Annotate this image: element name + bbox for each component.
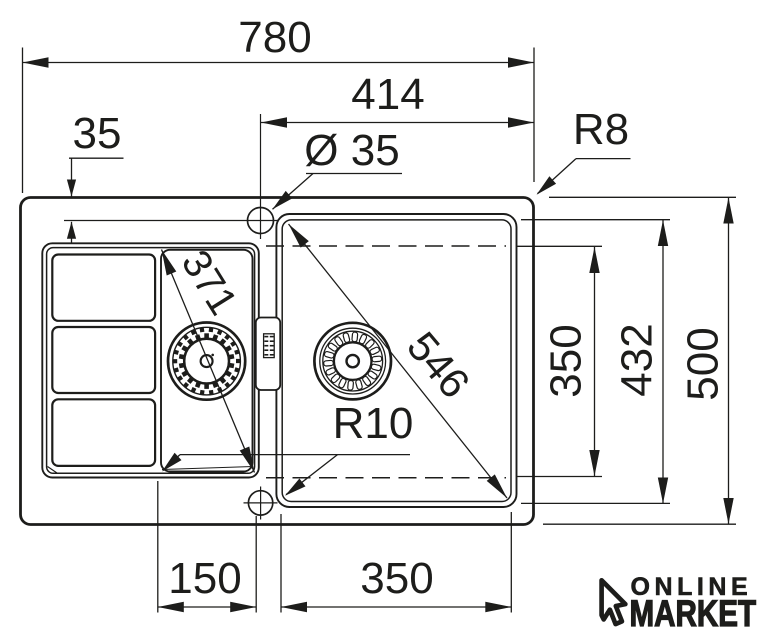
svg-text:R8: R8 xyxy=(573,105,629,154)
svg-text:350: 350 xyxy=(542,324,591,397)
svg-text:432: 432 xyxy=(613,323,662,396)
svg-text:500: 500 xyxy=(679,327,728,400)
svg-text:150: 150 xyxy=(168,554,241,603)
svg-text:35: 35 xyxy=(73,109,122,158)
svg-text:414: 414 xyxy=(351,70,424,119)
svg-text:ONLINE: ONLINE xyxy=(631,573,753,601)
svg-text:350: 350 xyxy=(360,554,433,603)
svg-text:R10: R10 xyxy=(333,399,414,448)
svg-text:Ø 35: Ø 35 xyxy=(304,126,399,175)
svg-text:780: 780 xyxy=(238,13,311,62)
svg-text:MARKET: MARKET xyxy=(630,594,757,635)
